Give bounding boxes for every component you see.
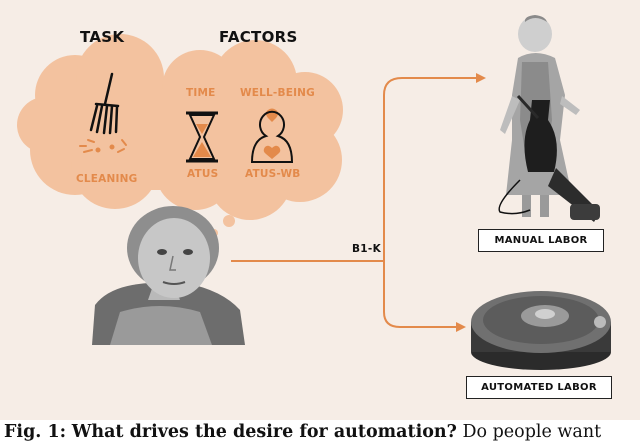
caption-question: What drives the desire for automation? bbox=[71, 422, 457, 442]
atus-wb-label: ATUS-WB bbox=[245, 168, 301, 180]
well-being-label: WELL-BEING bbox=[240, 87, 315, 99]
hourglass-icon bbox=[186, 111, 218, 163]
person-heart-icon bbox=[250, 108, 294, 163]
caption-prefix: Fig. 1: bbox=[4, 422, 67, 442]
atus-label: ATUS bbox=[187, 168, 219, 180]
caption-text: Do people want bbox=[462, 422, 602, 442]
manual-labor-box: MANUAL LABOR bbox=[478, 229, 604, 252]
woman-vacuum-photo bbox=[498, 15, 600, 222]
task-header: TASK bbox=[80, 28, 125, 46]
woman-portrait bbox=[92, 206, 245, 345]
automated-labor-box: AUTOMATED LABOR bbox=[466, 376, 612, 399]
cleaning-label: CLEANING bbox=[76, 173, 138, 185]
figure-caption: Fig. 1: What drives the desire for autom… bbox=[4, 422, 640, 442]
factors-header: FACTORS bbox=[219, 28, 298, 46]
robot-vacuum-photo bbox=[471, 291, 611, 370]
dust-icon bbox=[79, 139, 127, 153]
thought-cloud bbox=[17, 34, 343, 220]
broom-icon bbox=[89, 72, 120, 135]
flow-arrows bbox=[231, 77, 478, 328]
arrow-heads bbox=[456, 73, 486, 332]
edge-label-b1k: B1-K bbox=[352, 243, 382, 255]
time-label: TIME bbox=[186, 87, 216, 99]
